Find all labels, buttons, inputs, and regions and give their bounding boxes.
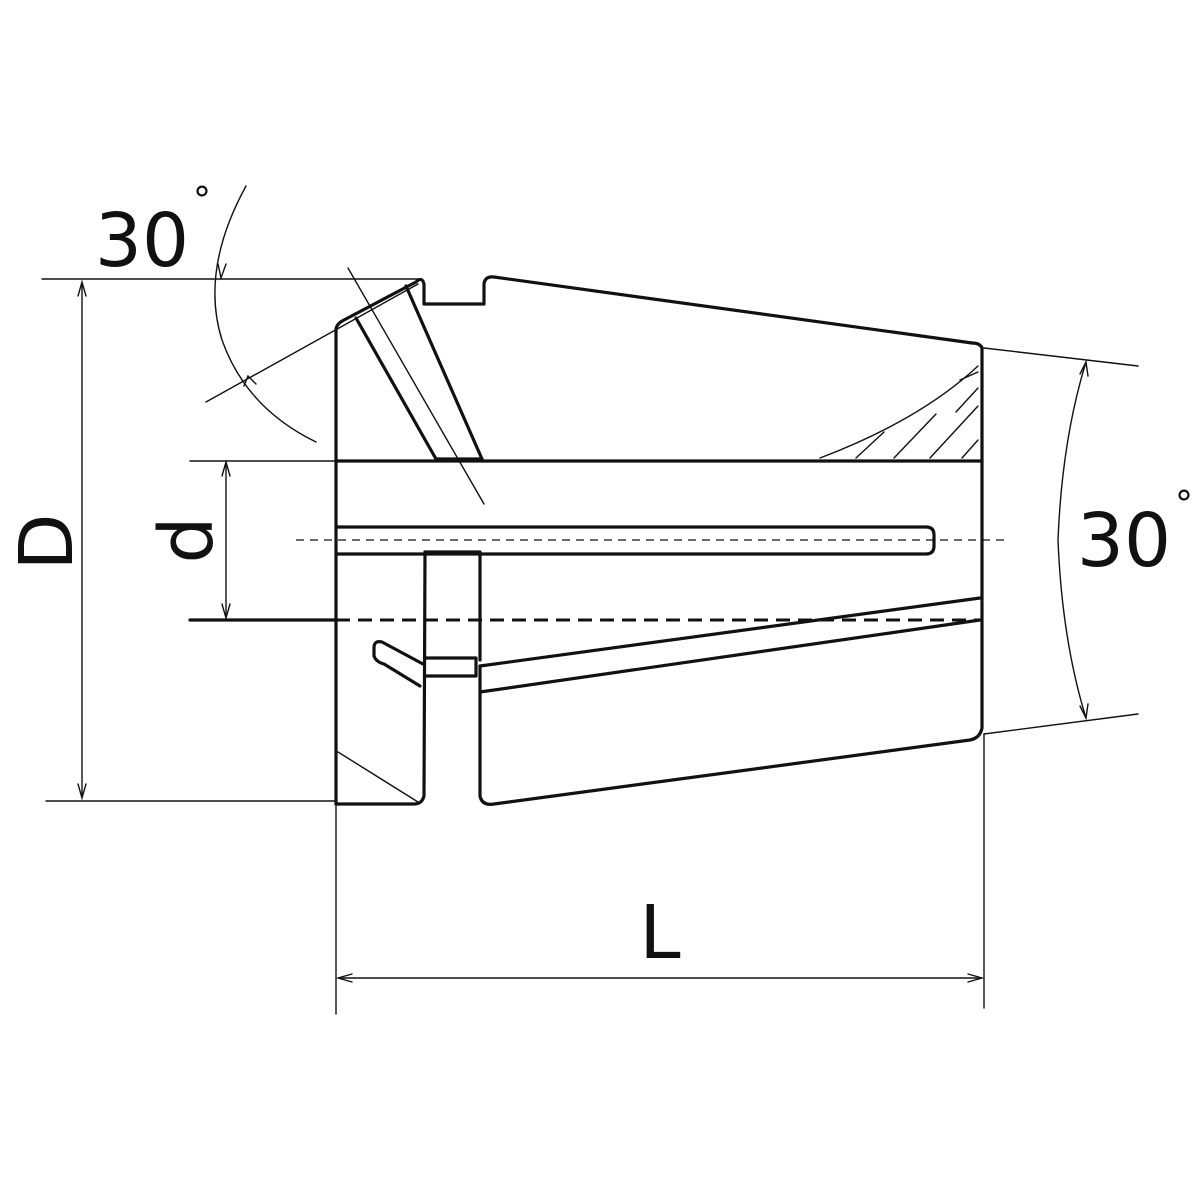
arrow-head: [221, 459, 231, 477]
angle-ray: [205, 283, 419, 403]
upper-slot-edge: [423, 550, 482, 662]
arrow-head: [221, 603, 231, 621]
inner-taper-lower: [478, 618, 982, 694]
dimension-D: D: [4, 278, 421, 802]
slanted-slot-center: [347, 267, 485, 505]
lower-taper: [478, 341, 984, 806]
tab: [372, 640, 425, 688]
hatch-arc: [819, 365, 979, 459]
arrow-head: [1079, 359, 1089, 377]
arrow-head: [967, 973, 985, 983]
slanted-slot-2: [404, 284, 484, 461]
top-taper: [414, 275, 974, 345]
angle-top-left: 30 °: [95, 180, 419, 443]
hatch-line: [893, 413, 937, 459]
hatch-line: [961, 439, 979, 459]
arrow-head: [335, 973, 353, 983]
angle-ray: [983, 347, 1139, 367]
label-L: L: [639, 890, 680, 976]
slanted-slot: [354, 316, 438, 461]
label-right-degree: °: [1175, 484, 1193, 525]
inner-taper-upper: [478, 596, 982, 668]
hatch-region: [819, 365, 979, 459]
small-slot: [423, 656, 478, 678]
hatch-line: [959, 371, 979, 381]
hatch-line: [929, 405, 979, 459]
label-right-angle: 30: [1077, 498, 1171, 584]
angle-arc: [214, 185, 317, 443]
arrow-head: [243, 374, 257, 387]
angle-ray: [983, 713, 1139, 735]
collet-body: [334, 275, 984, 806]
label-D: D: [4, 514, 90, 571]
hatch-line: [855, 431, 885, 459]
arrow-head: [77, 783, 87, 801]
bore: [334, 267, 984, 803]
hatch-line: [955, 387, 979, 413]
label-top-degree: °: [193, 180, 211, 221]
dimension-d: d: [144, 459, 338, 622]
front-bevel: [334, 280, 418, 332]
angle-arc: [1057, 361, 1087, 719]
arrow-head: [217, 263, 227, 281]
label-top-angle: 30: [95, 198, 189, 284]
dimension-L: L: [335, 733, 985, 1015]
label-d: d: [144, 517, 230, 564]
lower-bevel: [337, 751, 419, 803]
arrow-head: [77, 279, 87, 297]
angle-right: 30 °: [983, 347, 1193, 735]
bottom-left-foot: [334, 550, 427, 806]
arrow-head: [1079, 703, 1089, 721]
